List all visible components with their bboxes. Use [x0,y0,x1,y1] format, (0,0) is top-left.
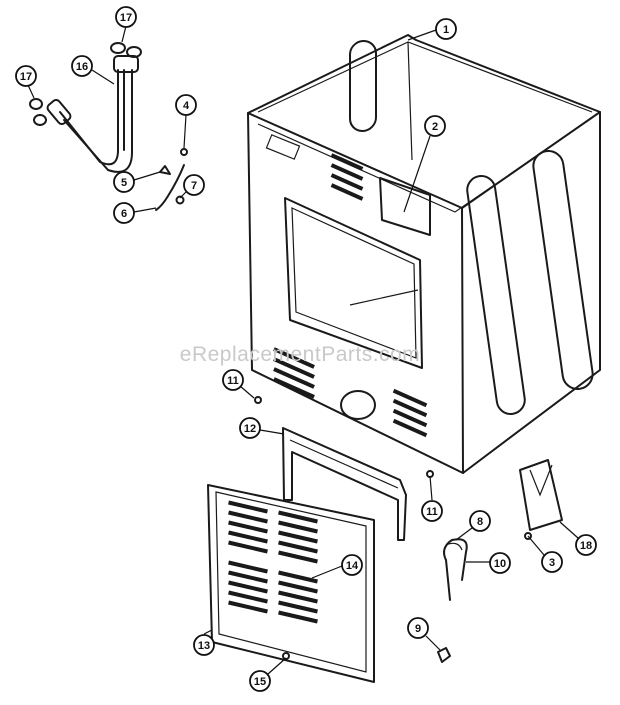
callout-8: 8 [455,510,491,541]
callout-10: 10 [466,552,511,574]
callout-9-label: 9 [415,623,421,635]
callout-12-label: 12 [244,423,256,435]
callout-5: 5 [113,171,161,193]
callout-11-right: 11 [421,475,443,522]
callout-8-label: 8 [477,516,483,528]
callout-17-top: 17 [115,6,137,43]
callout-5-label: 5 [121,177,127,189]
callout-18-label: 18 [580,540,592,552]
callout-11-right-label: 11 [426,506,438,518]
callout-16: 16 [71,55,115,85]
callout-3: 3 [527,535,563,573]
callout-1: 1 [407,18,457,41]
drain-hose-clamp-parts [155,148,188,211]
callout-15: 15 [249,657,287,692]
drain-hose [443,538,468,601]
callout-1-label: 1 [443,24,449,36]
callout-11-left-label: 11 [227,375,239,387]
callout-15-label: 15 [254,676,266,688]
callout-4: 4 [175,94,197,149]
callout-2: 2 [403,115,446,213]
callout-3-label: 3 [549,557,555,569]
base-frame [282,427,407,541]
hose-bracket [519,459,563,531]
screws [254,396,532,660]
cabinet [247,34,601,474]
water-hoses [46,55,139,173]
callout-17-left-label: 17 [20,71,32,83]
cabinet-bottom-vents-right [392,388,428,438]
power-plug [437,647,451,663]
hose-washers [29,42,142,126]
cabinet-bottom-vents-left [273,347,315,399]
callout-9: 9 [407,617,441,651]
callout-4-label: 4 [183,100,190,112]
callout-6-label: 6 [121,208,127,220]
callout-17-left: 17 [15,65,37,99]
front-panel [207,484,375,683]
watermark-text: eReplacementParts.com [180,343,420,366]
callout-13-label: 13 [198,640,210,652]
callout-6: 6 [113,202,157,224]
callout-14: 14 [311,554,363,579]
callout-7: 7 [179,174,205,199]
callout-16-label: 16 [76,61,88,73]
callout-2-label: 2 [432,121,438,133]
cabinet-top-vents [330,153,364,201]
callout-11-left: 11 [222,369,255,399]
callout-13: 13 [193,629,215,656]
callout-14-label: 14 [346,560,359,572]
callout-7-label: 7 [191,180,197,192]
callout-18: 18 [559,521,597,556]
callout-10-label: 10 [494,558,506,570]
callout-17-top-label: 17 [120,12,132,24]
callout-12: 12 [239,417,285,439]
front-panel-vents [228,500,318,624]
